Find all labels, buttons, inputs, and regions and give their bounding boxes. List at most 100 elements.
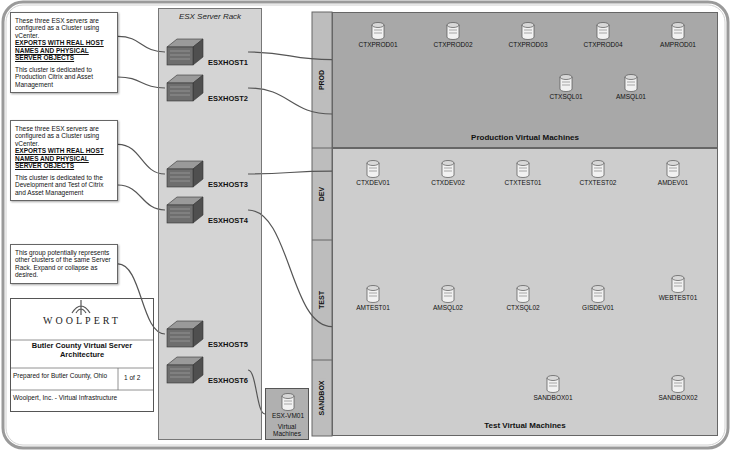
vm-detail	[519, 293, 527, 296]
inner-frame	[6, 5, 725, 445]
environment-label: SANDBOX	[318, 378, 326, 417]
virtual-machine: CTXDEV01	[343, 159, 403, 186]
vm-icon	[545, 374, 561, 394]
vm-name: CTXPROD04	[583, 41, 622, 48]
virtual-machine: CTXPROD01	[348, 21, 408, 48]
callout-box: These three ESX servers are configured a…	[10, 120, 118, 201]
vm-icon	[670, 374, 686, 394]
vm-name: CTXSQL02	[506, 304, 539, 311]
vm-icon	[440, 159, 456, 179]
vm-icon	[623, 73, 639, 93]
virtual-machine: CTXTEST01	[493, 159, 553, 186]
vm-name: CTXPROD01	[358, 41, 397, 48]
server-icon	[165, 159, 205, 189]
virtual-machine: WEBTEST01	[648, 274, 708, 301]
vm-name: CTXPROD02	[433, 41, 472, 48]
diagram-title: Butler County Virtual Server Architectur…	[11, 341, 153, 359]
server-side	[193, 75, 203, 101]
callout-box: These three ESX servers are configured a…	[10, 12, 118, 93]
vm-icon	[558, 73, 574, 93]
vm-name: CTXSQL01	[549, 93, 582, 100]
drive-bays	[170, 369, 190, 377]
environment-label: TEST	[318, 289, 326, 311]
vm-name: CTXDEV02	[431, 179, 465, 186]
drive-bays	[170, 87, 190, 95]
vm-name: AMSQL02	[433, 304, 463, 311]
server-icon	[165, 37, 205, 67]
vm-name: WEBTEST01	[659, 294, 698, 301]
drive-bays	[170, 51, 190, 59]
virtual-machine: CTXTEST02	[568, 159, 628, 186]
vm-name: SANDBOX01	[533, 394, 572, 401]
vm-top	[625, 75, 637, 80]
esx-host: ESXHOST3	[165, 159, 248, 189]
drive-bays	[170, 173, 190, 181]
vm-detail	[627, 82, 635, 85]
vm-name: SANDBOX02	[658, 394, 697, 401]
host-name: ESXHOST2	[208, 94, 248, 103]
vm-icon	[445, 21, 461, 41]
strip-divider	[312, 148, 332, 360]
vm-name: AMTEST01	[356, 304, 390, 311]
virtual-machine: AMTEST01	[343, 284, 403, 311]
host-name: ESXHOST1	[208, 58, 248, 67]
environment-strip	[312, 12, 332, 436]
vm-detail	[562, 82, 570, 85]
vm-name: AMSQL01	[616, 93, 646, 100]
vm-name: ESX-VM01	[272, 412, 304, 419]
virtual-machine: CTXPROD02	[423, 21, 483, 48]
server-rack: ESX Server RackESXHOST1ESXHOST2ESXHOST3E…	[158, 8, 262, 440]
vm-region: Production Virtual MachinesCTXPROD01CTXP…	[332, 12, 718, 148]
vm-icon	[365, 284, 381, 304]
virtual-machine: AMDEV01	[643, 159, 703, 186]
vm-detail	[524, 30, 532, 33]
vm-top	[517, 161, 529, 166]
esx-host: ESXHOST1	[165, 37, 248, 67]
vm-icon	[590, 284, 606, 304]
connector-line	[248, 52, 332, 60]
virtual-machine: GISDEV01	[568, 284, 628, 311]
connector-line	[248, 370, 265, 414]
vm-icon	[370, 21, 386, 41]
vm-top	[442, 286, 454, 291]
callout-text: EXPORTS WITH REAL HOST NAMES AND PHYSICA…	[15, 39, 113, 61]
company-name: WOOLPERT	[43, 315, 121, 327]
vm-top	[597, 23, 609, 28]
vm-name: CTXTEST02	[580, 179, 617, 186]
environment-label: DEV	[318, 185, 326, 203]
host-name: ESXHOST3	[208, 180, 248, 189]
vm-top	[367, 161, 379, 166]
vm-top	[442, 161, 454, 166]
host-name: ESXHOST6	[208, 376, 248, 385]
vm-top	[367, 286, 379, 291]
server-front	[167, 205, 193, 223]
connector-line	[248, 210, 332, 327]
server-side	[193, 321, 203, 347]
vm-top	[547, 376, 559, 381]
vm-name: AMDEV01	[658, 179, 688, 186]
virtual-machine: CTXPROD03	[498, 21, 558, 48]
environment-label: PROD	[318, 68, 326, 92]
vm-detail	[284, 401, 292, 404]
callout-text: These three ESX servers are configured a…	[15, 17, 113, 39]
server-icon	[165, 73, 205, 103]
vm-icon	[515, 159, 531, 179]
server-icon	[165, 195, 205, 225]
vm-icon	[280, 392, 296, 412]
vm-top	[560, 75, 572, 80]
vm-name: CTXPROD03	[508, 41, 547, 48]
drive-bays	[170, 333, 190, 341]
server-side	[193, 161, 203, 187]
virtual-machine: SANDBOX01	[523, 374, 583, 401]
server-side	[193, 39, 203, 65]
vm-name: GISDEV01	[582, 304, 614, 311]
vm-box-fill	[265, 388, 309, 440]
server-icon	[165, 355, 205, 385]
vm-icon	[670, 21, 686, 41]
vm-icon	[665, 159, 681, 179]
server-front	[167, 83, 193, 101]
vm-detail	[674, 283, 682, 286]
table-cell: Prepared for Butler County, Ohio	[13, 372, 115, 379]
host-name: ESXHOST5	[208, 340, 248, 349]
virtual-machine: AMSQL01	[601, 73, 661, 100]
